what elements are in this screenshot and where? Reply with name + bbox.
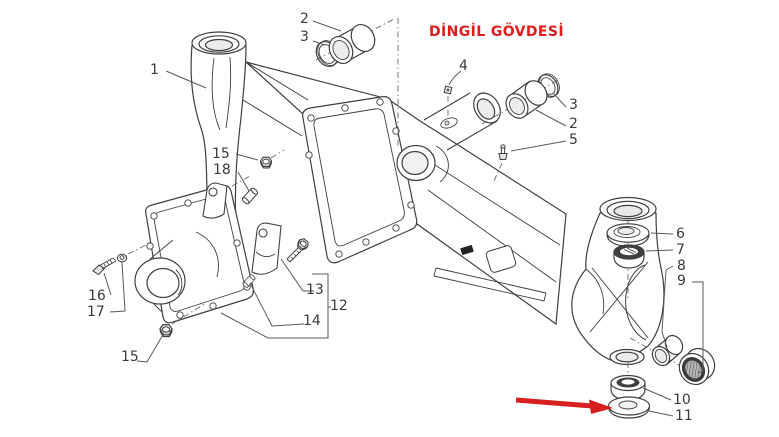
- bushing-2-right: [505, 80, 548, 119]
- callout-2-right: 2: [569, 116, 578, 132]
- assembly-axis-lines: [127, 18, 689, 416]
- leader-lines: [103, 20, 704, 417]
- washer-17: [116, 253, 128, 263]
- bearing-7: [613, 244, 645, 269]
- callout-3-right: 3: [569, 97, 578, 113]
- exploded-parts: [315, 24, 716, 419]
- cover-plate: [134, 184, 254, 324]
- plug-4: [443, 85, 453, 95]
- callout-15-upper: 15: [212, 146, 230, 162]
- bearing-ring-10: [610, 374, 646, 401]
- diagram-title: DİNGİL GÖVDESİ: [429, 24, 564, 40]
- callout-10: 10: [673, 392, 691, 408]
- washer-11: [607, 396, 651, 419]
- callout-16: 16: [88, 288, 106, 304]
- callout-4: 4: [459, 58, 468, 74]
- pin-18: [241, 187, 259, 205]
- bushing-2-left: [328, 24, 376, 64]
- highlight-arrow: [515, 397, 613, 414]
- grease-fitting-5: [498, 144, 508, 160]
- bolt-16: [92, 257, 117, 276]
- nut-15-lower: [159, 324, 173, 338]
- cap-washer-6: [606, 223, 650, 247]
- callout-12: 12: [330, 298, 348, 314]
- diff-flange: [302, 92, 517, 273]
- callout-7: 7: [676, 242, 685, 258]
- callout-2-left: 2: [300, 11, 309, 27]
- callout-1: 1: [150, 62, 159, 78]
- support-brackets: [202, 182, 282, 275]
- pin-14: [242, 274, 256, 288]
- callout-8: 8: [677, 258, 686, 274]
- knuckle-yoke: [571, 196, 665, 366]
- callout-3-left: 3: [300, 29, 309, 45]
- callout-15-lower: 15: [121, 349, 139, 365]
- bolt-13: [286, 236, 311, 263]
- knurled-bearing-9: [678, 347, 716, 386]
- bushing-8: [651, 334, 684, 367]
- callout-5: 5: [569, 132, 578, 148]
- callout-18: 18: [213, 162, 231, 178]
- callout-6: 6: [676, 226, 685, 242]
- callout-17: 17: [87, 304, 105, 320]
- callout-11: 11: [675, 408, 693, 424]
- callout-13: 13: [306, 282, 324, 298]
- fasteners: [92, 85, 508, 338]
- callout-9: 9: [677, 273, 686, 289]
- nut-15-upper: [259, 156, 273, 169]
- callout-14: 14: [303, 313, 321, 329]
